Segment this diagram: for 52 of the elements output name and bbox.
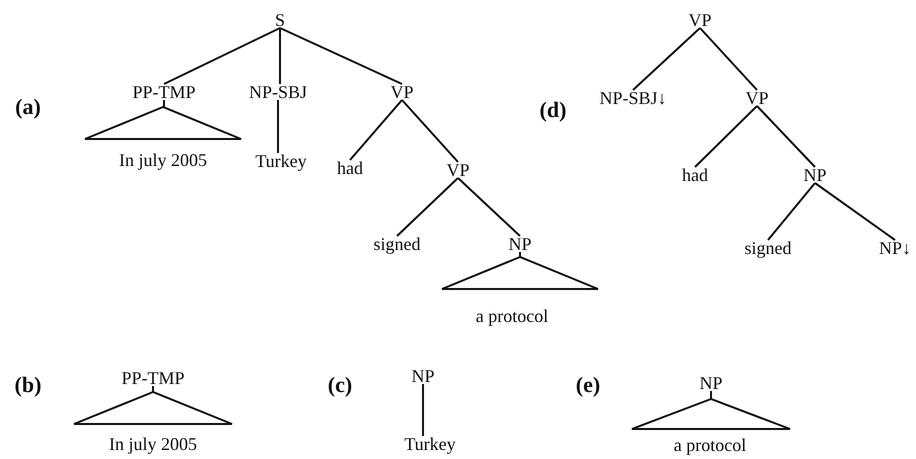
tree-branch xyxy=(349,99,403,161)
tree-label: NP xyxy=(804,165,826,185)
panel-label: (d) xyxy=(540,98,566,122)
tree-branch xyxy=(163,100,165,107)
tree-branch xyxy=(164,27,280,85)
tree-label: NP xyxy=(700,373,722,393)
triangle-symbol xyxy=(442,256,598,290)
tree-label: VP xyxy=(688,10,712,30)
tree-branch xyxy=(632,27,701,91)
tree-branch xyxy=(401,99,459,163)
triangle-symbol xyxy=(632,398,790,430)
tree-branch xyxy=(396,177,459,237)
tree-branch xyxy=(152,386,154,392)
panel-label: (c) xyxy=(328,373,352,397)
tree-branch xyxy=(279,28,281,84)
triangle-symbol xyxy=(85,106,241,140)
tree-branch xyxy=(767,182,816,241)
tree-branch xyxy=(457,177,521,237)
tree-label: Turkey xyxy=(404,434,456,454)
tree-branch xyxy=(756,105,816,168)
tree-label: VP xyxy=(446,160,470,180)
panel-label: (a) xyxy=(15,95,41,119)
tree-label: a protocol xyxy=(674,435,746,455)
tree-label: PP-TMP xyxy=(121,368,185,388)
tree-label: In july 2005 xyxy=(109,434,197,454)
tree-branch xyxy=(814,182,896,241)
tree-branch xyxy=(422,384,424,436)
tree-label: Turkey xyxy=(255,151,307,171)
tree-label: had xyxy=(682,165,708,185)
triangle-symbol xyxy=(74,391,232,425)
tree-label: NP-SBJ↓ xyxy=(599,88,667,108)
panel-label: (b) xyxy=(14,373,42,397)
tree-branch xyxy=(694,105,758,168)
tree-label: had xyxy=(337,158,363,178)
tree-label: VP xyxy=(390,82,414,102)
tree-label: NP↓ xyxy=(879,238,911,258)
panel-label: (e) xyxy=(576,373,600,397)
tree-label: a protocol xyxy=(476,306,548,326)
tree-label: S xyxy=(275,10,285,30)
tree-label: In july 2005 xyxy=(119,150,207,170)
tree-label: NP-SBJ xyxy=(248,82,308,102)
tree-label: signed xyxy=(374,234,420,254)
tree-branch xyxy=(710,391,712,399)
tree-label: NP xyxy=(508,234,532,254)
tree-label: VP xyxy=(746,88,768,108)
tree-branch xyxy=(280,27,402,85)
tree-branch xyxy=(277,100,279,153)
tree-label: PP-TMP xyxy=(132,82,196,102)
tree-label: NP xyxy=(412,366,434,386)
tree-label: signed xyxy=(744,238,792,258)
tree-branch xyxy=(699,27,758,91)
tree-branch xyxy=(519,252,521,257)
